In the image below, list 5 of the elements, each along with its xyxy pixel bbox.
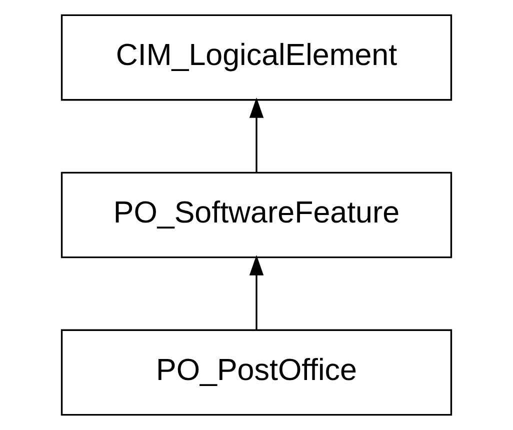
node-box: PO_SoftwareFeature: [60, 172, 452, 258]
node-box: PO_PostOffice: [60, 329, 452, 416]
node-box: CIM_LogicalElement: [60, 14, 452, 101]
arrow: [249, 98, 264, 172]
arrow: [249, 255, 264, 330]
